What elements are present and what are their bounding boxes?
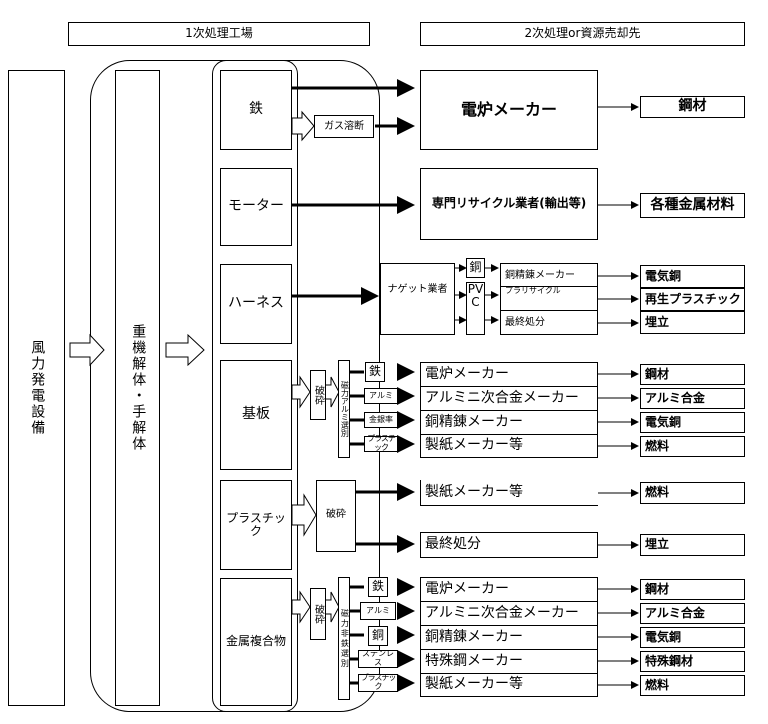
copper-box: 銅 <box>466 258 485 278</box>
board-dest-2: 銅精錬メーカー <box>420 410 598 435</box>
component-composite: 金属複合物 <box>220 578 292 706</box>
harness-dest-2: 最終処分 <box>500 310 598 335</box>
board-label-0: 鉄 <box>365 362 385 382</box>
harness-dest-1: プラリサイクル <box>500 286 598 311</box>
board-dest-1: アルミニ次合金メーカー <box>420 386 598 411</box>
composite-out-0: 鋼材 <box>640 579 745 600</box>
motor-out: 各種金属材料 <box>640 193 745 218</box>
plastic-crush: 破砕 <box>316 480 356 552</box>
composite-crush: 破砕 <box>310 588 326 640</box>
composite-dest-4: 製紙メーカー等 <box>420 673 598 697</box>
plastic-out-1: 埋立 <box>640 534 745 556</box>
board-out-3: 燃料 <box>640 436 745 457</box>
composite-out-1: アルミ合金 <box>640 603 745 624</box>
plastic-dest-1: 最終処分 <box>420 532 598 558</box>
component-iron: 鉄 <box>220 70 292 150</box>
board-label-1: アルミ <box>364 388 398 404</box>
component-motor: モーター <box>220 168 292 246</box>
dismantle-box: 重機解体・手解体 <box>115 70 160 706</box>
composite-label-3: ステンレス <box>358 649 398 668</box>
composite-label-0: 鉄 <box>368 577 388 597</box>
iron-dest: 電炉メーカー <box>420 70 598 150</box>
plastic-out-0: 燃料 <box>640 482 745 504</box>
board-label-3: プラスチック <box>364 434 398 452</box>
harness-dest-0: 銅精錬メーカー <box>500 263 598 287</box>
iron-out: 鋼材 <box>640 96 745 118</box>
composite-label-4: プラスチック <box>358 673 398 692</box>
harness-out-2: 埋立 <box>640 311 745 334</box>
gas-cutting-box: ガス溶断 <box>314 115 374 138</box>
composite-separator: 磁力非鉄選別 <box>338 577 350 700</box>
board-out-0: 鋼材 <box>640 364 745 385</box>
component-plastic: プラスチック <box>220 480 292 570</box>
composite-dest-2: 銅精錬メーカー <box>420 625 598 650</box>
component-board: 基板 <box>220 360 292 470</box>
board-dest-3: 製紙メーカー等 <box>420 434 598 458</box>
board-out-2: 電気銅 <box>640 412 745 433</box>
wind-turbine-box: 風力発電設備 <box>8 70 65 706</box>
harness-out-0: 電気銅 <box>640 265 745 288</box>
composite-label-2: 銅 <box>368 626 388 646</box>
nugget-box: ナゲット業者 <box>380 263 455 335</box>
composite-dest-3: 特殊鋼メーカー <box>420 649 598 674</box>
composite-dest-1: アルミニ次合金メーカー <box>420 601 598 626</box>
composite-out-3: 特殊鋼材 <box>640 651 745 672</box>
board-label-2: 金銀率 <box>364 412 398 428</box>
motor-dest: 専門リサイクル業者(輸出等) <box>420 168 598 240</box>
header-secondary: 2次処理or資源売却先 <box>420 22 745 46</box>
component-harness: ハーネス <box>220 264 292 344</box>
pvc-box: PVC <box>466 282 485 335</box>
board-separator: 磁力アルミ選別 <box>338 360 350 458</box>
board-dest-0: 電炉メーカー <box>420 362 598 387</box>
composite-out-2: 電気銅 <box>640 627 745 648</box>
composite-dest-0: 電炉メーカー <box>420 577 598 602</box>
header-primary: 1次処理工場 <box>68 22 370 46</box>
harness-out-1: 再生プラスチック <box>640 288 745 311</box>
composite-label-1: アルミ <box>360 602 396 620</box>
board-out-1: アルミ合金 <box>640 388 745 409</box>
board-crush: 破砕 <box>310 370 326 420</box>
plastic-dest-0: 製紙メーカー等 <box>420 480 598 506</box>
composite-out-4: 燃料 <box>640 675 745 696</box>
